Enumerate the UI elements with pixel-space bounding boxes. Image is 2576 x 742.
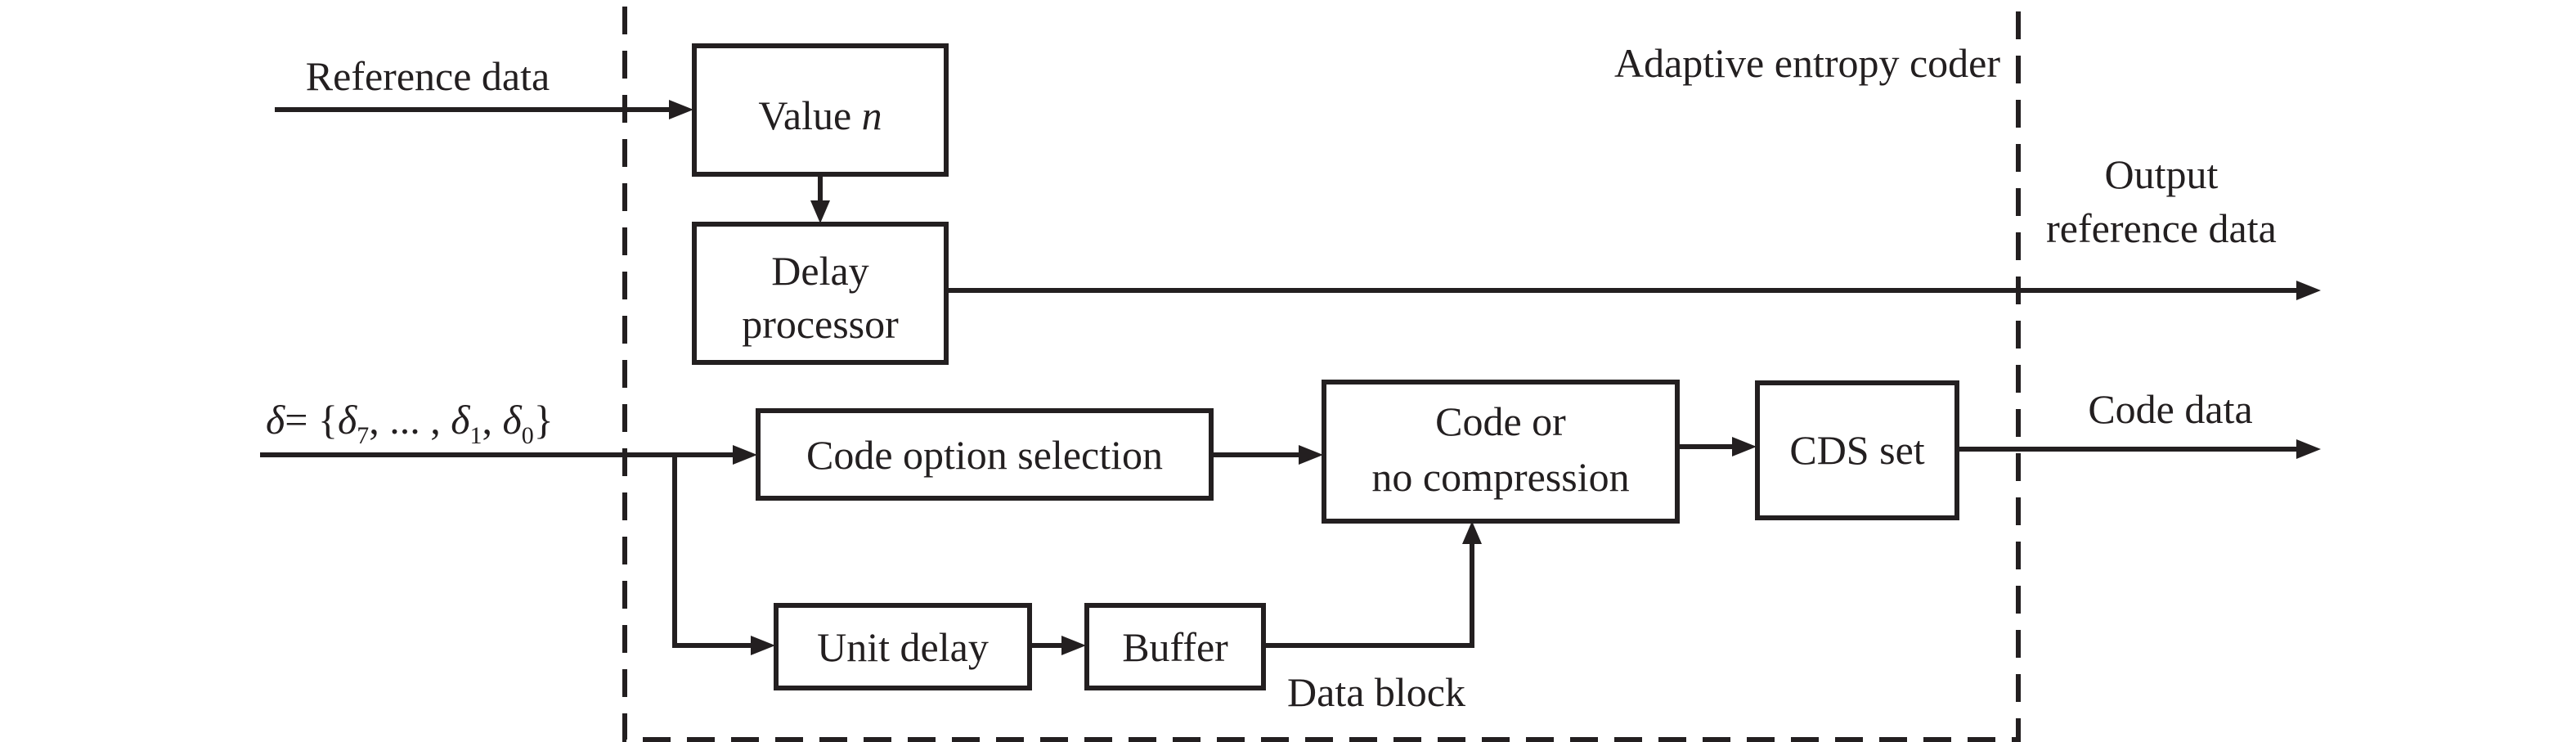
adaptive-entropy-coder-boundary bbox=[622, 0, 2021, 742]
value-to-delay-arrowhead bbox=[810, 200, 830, 223]
output-reference-arrowhead bbox=[2296, 281, 2321, 300]
delay-processor-label-line1: Delay bbox=[771, 248, 868, 294]
output-reference-label-line1: Output bbox=[2105, 151, 2219, 197]
container-title: Adaptive entropy coder bbox=[1614, 40, 2000, 86]
unit-delay-block bbox=[774, 603, 1032, 690]
buffer-to-code-arrowhead bbox=[1462, 521, 1482, 544]
code-or-no-compression-label-line2: no compression bbox=[1371, 454, 1629, 500]
selection-to-code-arrowhead bbox=[1299, 445, 1323, 465]
branch-to-unit-delay-arrowhead bbox=[751, 636, 775, 655]
data-block-label: Data block bbox=[1287, 669, 1465, 715]
value-n-label: Value n bbox=[758, 92, 882, 138]
delta-input-arrowhead bbox=[733, 445, 757, 465]
cds-set-label: CDS set bbox=[1789, 427, 1924, 473]
code-data-output-arrowhead bbox=[2296, 439, 2321, 459]
output-reference-label-line2: reference data bbox=[2046, 205, 2277, 251]
buffer-label: Buffer bbox=[1122, 624, 1228, 670]
unit-delay-label: Unit delay bbox=[817, 624, 989, 670]
delay-processor-block bbox=[692, 222, 949, 365]
delta-input-label: δ= {δ7, ... , δ1, δ0} bbox=[266, 397, 554, 449]
delay-processor-label-line2: processor bbox=[742, 301, 899, 347]
code-to-cds-arrowhead bbox=[1732, 437, 1757, 456]
buffer-to-code-path bbox=[1263, 540, 1474, 648]
code-or-no-compression-block bbox=[1322, 380, 1680, 524]
buffer-block bbox=[1084, 603, 1266, 690]
code-or-no-compression-label-line1: Code or bbox=[1435, 398, 1566, 444]
unit-delay-to-buffer-arrowhead bbox=[1061, 636, 1086, 655]
cds-set-block bbox=[1755, 380, 1959, 520]
code-option-selection-label: Code option selection bbox=[806, 432, 1163, 478]
code-option-selection-block bbox=[756, 408, 1214, 501]
code-data-label: Code data bbox=[2088, 386, 2252, 432]
reference-data-arrowhead bbox=[669, 100, 693, 119]
value-n-block bbox=[692, 43, 949, 177]
reference-data-label: Reference data bbox=[306, 53, 550, 99]
